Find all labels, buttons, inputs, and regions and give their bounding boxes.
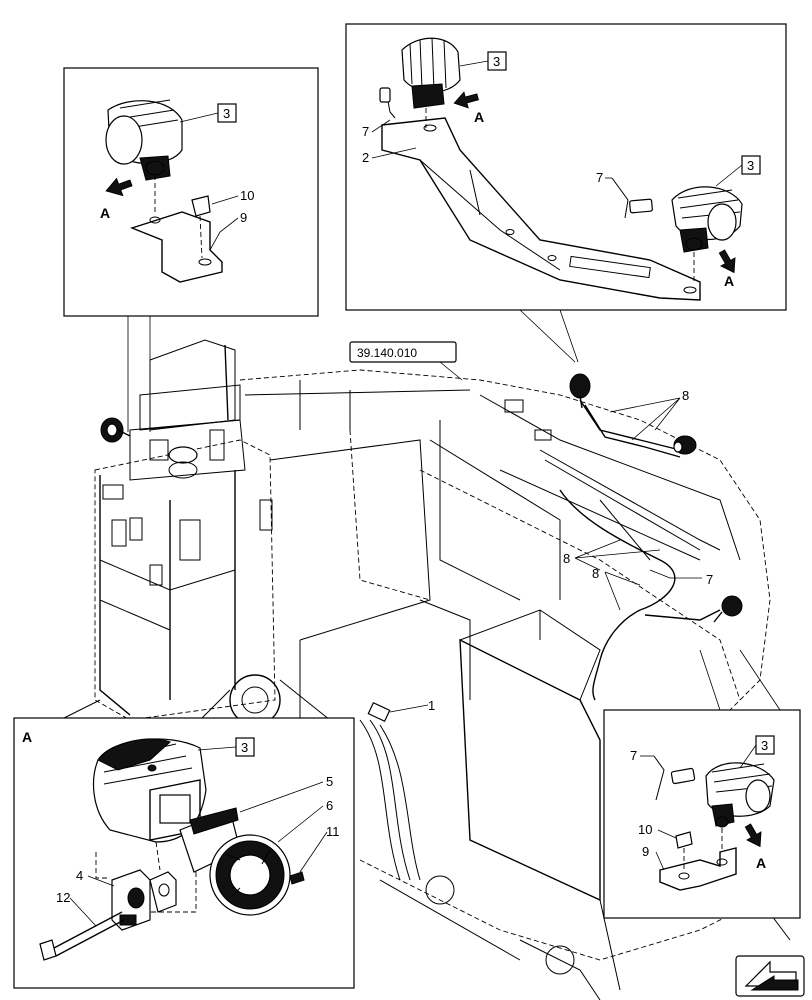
- br-callout-10: 10: [638, 822, 652, 837]
- tr-callout-3a: 3: [493, 54, 500, 69]
- main-callouts: [349, 341, 702, 713]
- view-a-title: A: [22, 729, 32, 745]
- inset-view-a: [13, 717, 355, 989]
- tr-callout-2: 2: [362, 150, 369, 165]
- bl-callout-11: 11: [326, 824, 340, 839]
- tr-callout-3b: 3: [747, 158, 754, 173]
- callout-7-main: 7: [706, 572, 713, 587]
- bl-callout-12: 12: [56, 890, 70, 905]
- bl-callout-3: 3: [241, 740, 248, 755]
- reference-label: 39.140.010: [357, 346, 417, 360]
- work-lamp-icon: [100, 417, 131, 443]
- bl-callout-5: 5: [326, 774, 333, 789]
- tr-view-label-A2: A: [724, 273, 734, 289]
- tr-callout-7a: 7: [362, 124, 369, 139]
- navigation-arrow-icon[interactable]: [735, 955, 805, 997]
- machine-body: [59, 339, 791, 1000]
- tl-callout-9: 9: [240, 210, 247, 225]
- bl-callout-4: 4: [76, 868, 83, 883]
- br-callout-9: 9: [642, 844, 649, 859]
- tl-view-label-A: A: [100, 205, 110, 221]
- callout-8c: 8: [592, 566, 599, 581]
- inset-bottom-right: [603, 649, 801, 919]
- tl-callout-3: 3: [223, 106, 230, 121]
- work-lamp-icon: [673, 435, 697, 455]
- work-lamp-icon: [569, 373, 591, 409]
- callout-8a: 8: [682, 388, 689, 403]
- bl-callout-6: 6: [326, 798, 333, 813]
- br-callout-7: 7: [630, 748, 637, 763]
- callout-1: 1: [428, 698, 435, 713]
- tr-view-label-A1: A: [474, 109, 484, 125]
- tr-callout-7b: 7: [596, 170, 603, 185]
- callout-8b: 8: [563, 551, 570, 566]
- br-view-label-A: A: [756, 855, 766, 871]
- br-callout-3: 3: [761, 738, 768, 753]
- work-lamp-icon: [713, 595, 743, 623]
- inset-top-left: [63, 67, 319, 432]
- tl-callout-10: 10: [240, 188, 254, 203]
- inset-top-right: [345, 23, 787, 363]
